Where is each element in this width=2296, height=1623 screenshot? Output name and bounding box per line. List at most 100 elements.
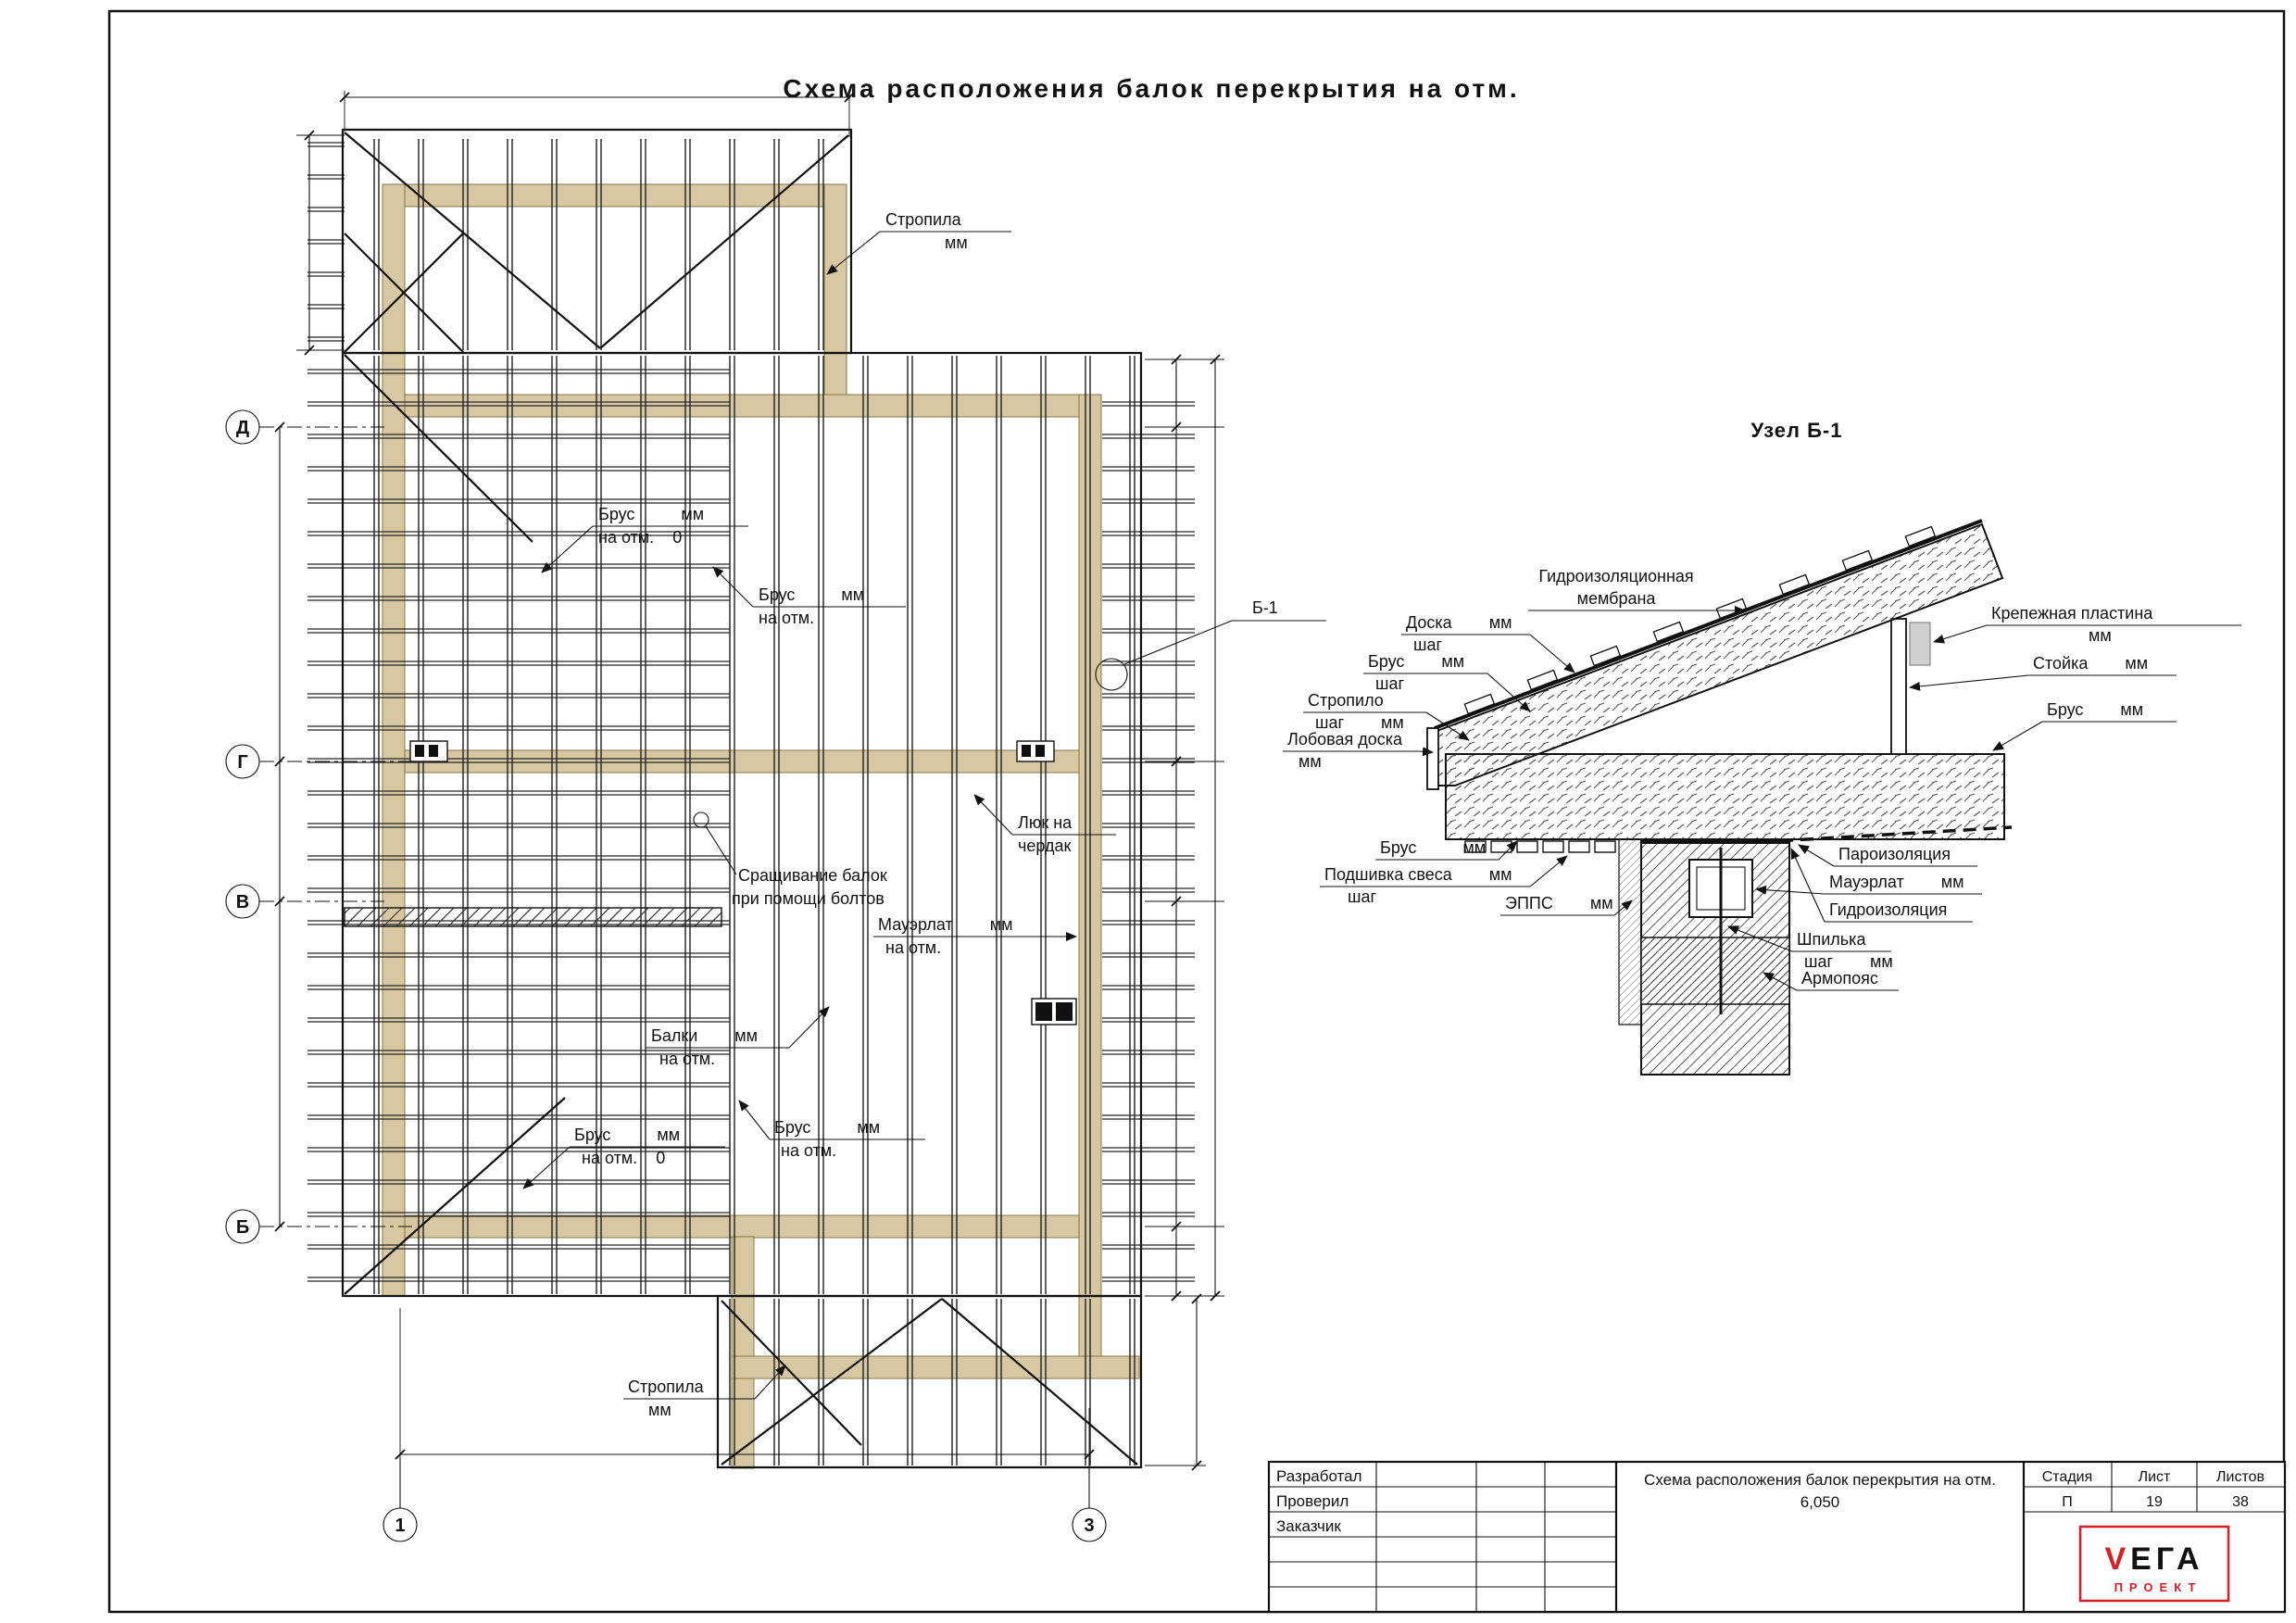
svg-text:Брус мм: Брус мм xyxy=(774,1118,880,1137)
svg-text:мм: мм xyxy=(2089,626,2112,645)
plan-joists xyxy=(307,139,1195,1466)
callout-epps: ЭППС мм xyxy=(1500,894,1633,916)
plan-dimensions xyxy=(274,91,1224,1471)
svg-text:мембрана: мембрана xyxy=(1577,589,1657,608)
callout-plastina: Крепежная пластина мм xyxy=(1933,604,2241,645)
callout-brus-shag: Брус мм шаг xyxy=(1363,652,1531,712)
svg-text:Стойка мм: Стойка мм xyxy=(2033,654,2148,673)
detail-xps xyxy=(1618,838,1642,1025)
axis-label-1: 1 xyxy=(395,1516,405,1536)
svg-text:на отм.: на отм. xyxy=(759,609,814,627)
callout-gidroizolyaciya: Гидроизоляция xyxy=(1790,848,1973,923)
callout-podshivka: Подшивка свеса мм шаг xyxy=(1320,855,1568,906)
svg-text:шаг мм: шаг мм xyxy=(1804,952,1893,971)
titleblock-row-developed: Разработал xyxy=(1276,1467,1362,1485)
titleblock-row-customer: Заказчик xyxy=(1276,1517,1341,1535)
svg-text:Брус мм: Брус мм xyxy=(2047,700,2143,719)
svg-text:на отм. 0: на отм. 0 xyxy=(582,1149,665,1167)
svg-text:на отм.: на отм. xyxy=(659,1050,715,1068)
detail-post xyxy=(1890,618,1907,755)
detail-armo xyxy=(1640,937,1790,1005)
svg-text:Люк на: Люк на xyxy=(1018,813,1073,832)
titleblock-stage-value: П xyxy=(2062,1494,2073,1510)
titleblock-sheets-value: 38 xyxy=(2232,1494,2249,1510)
callout-stropila-top: Стропила мм xyxy=(826,210,1011,275)
detail-view: Узел Б-1 xyxy=(1283,419,2241,1076)
titleblock-row-checked: Проверил xyxy=(1276,1492,1349,1510)
svg-text:шаг: шаг xyxy=(1413,635,1442,654)
detail-callouts-left: Гидроизоляционная мембрана Доска мм шаг … xyxy=(1283,567,1746,916)
svg-text:Армопояс: Армопояс xyxy=(1801,969,1878,988)
svg-text:Брус мм: Брус мм xyxy=(598,505,704,523)
vega-logo: VЕГА ПРОЕКТ xyxy=(2078,1525,2230,1603)
callout-stropila-bottom: Стропила мм xyxy=(623,1365,786,1419)
axis-label-b: Б xyxy=(236,1217,249,1238)
detail-vapour-barrier xyxy=(1759,825,2013,844)
title-block: Разработал Проверил Заказчик Схема распо… xyxy=(1267,1460,2287,1614)
plan-markers xyxy=(409,740,1077,1025)
svg-text:Брус мм: Брус мм xyxy=(759,585,864,604)
plan-axes-bottom: 1 3 xyxy=(383,1458,1107,1542)
svg-text:на отм. 0: на отм. 0 xyxy=(598,528,682,547)
vega-logo-v: V xyxy=(2104,1541,2130,1577)
callout-mauerlat-detail: Мауэрлат мм xyxy=(1755,873,1982,895)
detail-membrane xyxy=(1434,519,1983,730)
detail-title: Узел Б-1 xyxy=(1751,419,1843,442)
svg-text:Лобовая доска: Лобовая доска xyxy=(1287,730,1403,749)
callout-stoyka: Стойка мм xyxy=(1909,654,2177,691)
callout-shpilka: Шпилька шаг мм xyxy=(1727,925,1893,971)
svg-text:Балки мм: Балки мм xyxy=(651,1026,758,1045)
detail-fixing-plate xyxy=(1909,622,1931,666)
callout-brus-lower2: Брус мм на отм. xyxy=(738,1100,925,1160)
detail-callouts-right: Крепежная пластина мм Стойка мм Брус мм … xyxy=(1727,604,2241,991)
detail-soffit-boards xyxy=(1464,840,1616,853)
svg-text:при помощи болтов: при помощи болтов xyxy=(732,889,885,908)
svg-text:Стропила: Стропила xyxy=(628,1378,705,1396)
svg-text:мм: мм xyxy=(945,233,968,252)
titleblock-sheet-value: 19 xyxy=(2146,1494,2163,1510)
titleblock-sheets-label: Листов xyxy=(2216,1469,2265,1485)
callout-brus-lower: Брус мм на отм. 0 xyxy=(522,1126,725,1189)
svg-text:мм: мм xyxy=(648,1401,671,1419)
svg-text:ЭППС мм: ЭППС мм xyxy=(1505,894,1613,912)
callout-luk-na-cherdak: Люк на чердак xyxy=(973,794,1116,855)
svg-text:Подшивка свеса мм: Подшивка свеса мм xyxy=(1324,865,1512,884)
svg-text:чердак: чердак xyxy=(1018,837,1072,855)
callout-stropilo: Стропило шаг мм xyxy=(1303,691,1470,741)
callout-balki: Балки мм на отм. xyxy=(646,1006,830,1068)
axis-label-v: В xyxy=(236,892,249,912)
svg-text:на отм.: на отм. xyxy=(781,1141,836,1160)
callout-doska: Доска мм шаг xyxy=(1401,613,1575,673)
detail-reference: Б-1 xyxy=(1095,598,1326,691)
svg-text:на отм.: на отм. xyxy=(885,938,941,957)
svg-text:Сращивание балок: Сращивание балок xyxy=(738,866,887,885)
svg-text:Шпилька: Шпилька xyxy=(1797,930,1866,949)
callout-paroizolyaciya: Пароизоляция xyxy=(1798,844,1977,867)
svg-text:Брус мм: Брус мм xyxy=(574,1126,680,1144)
callout-membrane: Гидроизоляционная мембрана xyxy=(1528,567,1746,615)
svg-text:мм: мм xyxy=(1299,752,1322,771)
plan-callouts: Стропила мм Брус мм на отм. 0 Брус мм на… xyxy=(522,210,1116,1419)
detail-fascia xyxy=(1426,727,1439,790)
axis-label-g: Г xyxy=(237,752,247,773)
sheet-frame xyxy=(107,9,2286,1614)
vega-logo-frame xyxy=(2078,1525,2230,1603)
callout-brus-upper2: Брус мм на отм. xyxy=(712,566,906,627)
titleblock-stage-label: Стадия xyxy=(2042,1469,2093,1485)
plan-outline xyxy=(341,128,1143,1469)
svg-text:Мауэрлат мм: Мауэрлат мм xyxy=(878,915,1013,934)
callout-lobovaya: Лобовая доска мм xyxy=(1283,730,1434,771)
callout-srashchivanie: Сращивание балок при помощи болтов xyxy=(693,812,887,908)
vega-logo-text: VЕГА xyxy=(2104,1541,2203,1577)
svg-text:Пароизоляция: Пароизоляция xyxy=(1838,845,1951,863)
svg-text:шаг: шаг xyxy=(1375,674,1404,693)
callout-mauerlat: Мауэрлат мм на отм. xyxy=(873,915,1077,957)
callout-brus-right: Брус мм xyxy=(1992,700,2177,751)
svg-text:Гидроизоляционная: Гидроизоляционная xyxy=(1538,567,1693,585)
axis-label-d: Д xyxy=(236,418,249,438)
vega-logo-subtitle: ПРОЕКТ xyxy=(2114,1580,2202,1594)
page-title: Схема расположения балок перекрытия на о… xyxy=(783,74,1519,103)
plan-hatched-strip xyxy=(344,907,722,927)
